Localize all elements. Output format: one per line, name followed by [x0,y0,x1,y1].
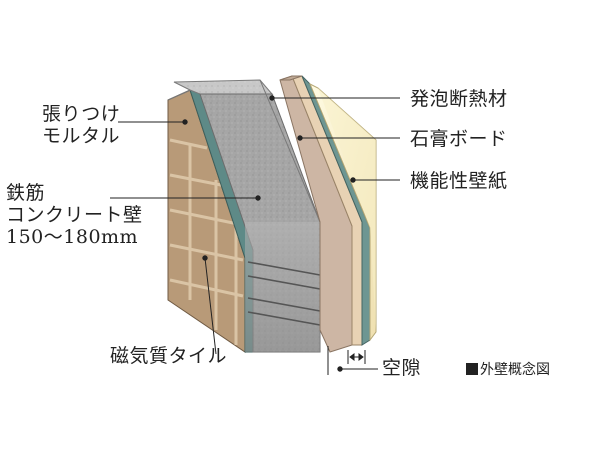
tile-layer [167,89,246,353]
concrete-label-line2: コンクリート壁 [6,204,143,226]
gap-label: 空隙 [382,357,422,379]
interior-layers [279,75,377,353]
mortar-label-line1: 張りつけ [42,103,121,125]
concrete-label: 鉄筋 コンクリート壁 150〜180mm [6,182,143,248]
diagram-caption: 外壁概念図 [466,359,550,379]
mortar-label-line2: モルタル [42,125,121,147]
caption-square-icon [466,363,478,375]
foam-label: 発泡断熱材 [410,88,508,110]
caption-text: 外壁概念図 [480,362,550,378]
gap-marker [327,346,366,375]
tile-label: 磁気質タイル [110,345,228,367]
concrete-label-line1: 鉄筋 [6,182,46,204]
wallpaper-label: 機能性壁紙 [410,170,508,192]
concrete-layer [167,79,321,353]
leader-lines [110,95,400,372]
gypsum-label: 石膏ボード [410,128,508,150]
mortar-label: 張りつけ モルタル [42,103,120,147]
concrete-label-line3: 150〜180mm [6,226,139,248]
